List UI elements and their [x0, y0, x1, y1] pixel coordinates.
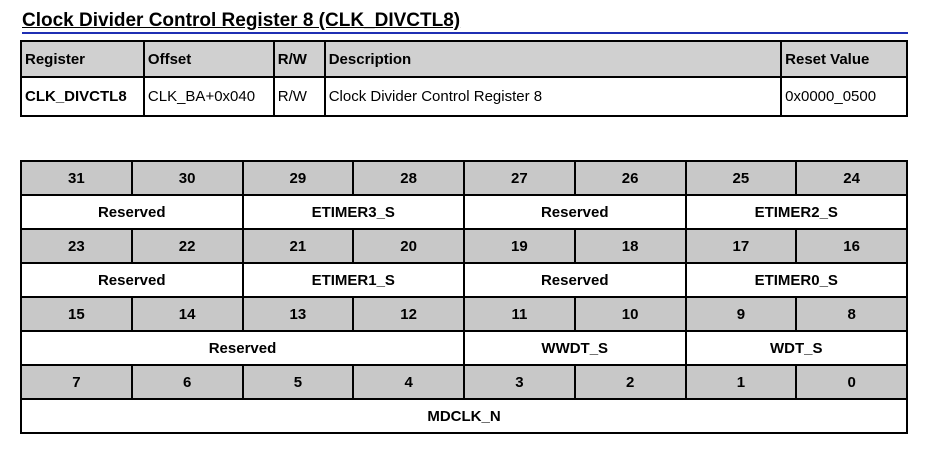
- cell-rw: R/W: [272, 76, 326, 117]
- register-header-row: Register Offset R/W Description Reset Va…: [20, 40, 908, 78]
- bit-field-cell: Reserved: [20, 330, 465, 366]
- bit-number-cell: 18: [573, 228, 687, 264]
- page-title: Clock Divider Control Register 8 (CLK_DI…: [22, 10, 461, 31]
- bit-number-cell: 19: [463, 228, 576, 264]
- bit-number-cell: 1: [684, 364, 798, 400]
- cell-reset-value: 0x0000_0500: [780, 76, 908, 117]
- bit-field-cell: ETIMER3_S: [241, 194, 465, 230]
- bit-number-cell: 3: [463, 364, 576, 400]
- bit-field-row: MDCLK_N: [20, 398, 908, 434]
- bit-field-cell: WWDT_S: [463, 330, 687, 366]
- bit-field-cell: Reserved: [20, 194, 244, 230]
- bit-number-cell: 11: [463, 296, 576, 332]
- bit-number-cell: 8: [795, 296, 908, 332]
- header-rw: R/W: [272, 40, 326, 78]
- bit-number-cell: 25: [684, 160, 798, 196]
- bit-number-cell: 17: [684, 228, 798, 264]
- bit-number-cell: 4: [352, 364, 465, 400]
- bit-field-cell: Reserved: [463, 262, 687, 298]
- register-summary-table: Register Offset R/W Description Reset Va…: [20, 40, 908, 117]
- bit-number-cell: 2: [573, 364, 687, 400]
- bit-number-cell: 27: [463, 160, 576, 196]
- header-reset-value: Reset Value: [780, 40, 908, 78]
- bit-number-cell: 20: [352, 228, 465, 264]
- bit-number-cell: 30: [130, 160, 244, 196]
- bit-number-cell: 31: [20, 160, 133, 196]
- header-description: Description: [323, 40, 783, 78]
- bit-number-cell: 7: [20, 364, 133, 400]
- bit-number-cell: 15: [20, 296, 133, 332]
- bit-field-cell: ETIMER1_S: [241, 262, 465, 298]
- bit-number-cell: 12: [352, 296, 465, 332]
- header-register: Register: [20, 40, 145, 78]
- header-offset: Offset: [142, 40, 275, 78]
- cell-description: Clock Divider Control Register 8: [323, 76, 783, 117]
- bit-number-cell: 21: [241, 228, 355, 264]
- bit-number-cell: 0: [795, 364, 908, 400]
- bit-number-cell: 10: [573, 296, 687, 332]
- bit-field-cell: Reserved: [20, 262, 244, 298]
- bit-number-cell: 22: [130, 228, 244, 264]
- bit-number-cell: 29: [241, 160, 355, 196]
- bit-field-cell: MDCLK_N: [20, 398, 908, 434]
- bit-number-cell: 26: [573, 160, 687, 196]
- cell-offset: CLK_BA+0x040: [142, 76, 275, 117]
- register-data-row: CLK_DIVCTL8 CLK_BA+0x040 R/W Clock Divid…: [20, 76, 908, 117]
- cell-register-name: CLK_DIVCTL8: [20, 76, 145, 117]
- bit-field-cell: Reserved: [463, 194, 687, 230]
- title-underline-rule: [22, 32, 908, 34]
- bit-number-cell: 28: [352, 160, 465, 196]
- bit-field-cell: ETIMER0_S: [684, 262, 908, 298]
- bit-number-cell: 6: [130, 364, 244, 400]
- bit-number-cell: 23: [20, 228, 133, 264]
- bit-number-cell: 13: [241, 296, 355, 332]
- bit-number-cell: 16: [795, 228, 908, 264]
- bit-number-cell: 24: [795, 160, 908, 196]
- bit-number-cell: 9: [684, 296, 798, 332]
- bit-number-cell: 14: [130, 296, 244, 332]
- bit-field-cell: ETIMER2_S: [684, 194, 908, 230]
- bit-field-cell: WDT_S: [684, 330, 908, 366]
- bit-number-cell: 5: [241, 364, 355, 400]
